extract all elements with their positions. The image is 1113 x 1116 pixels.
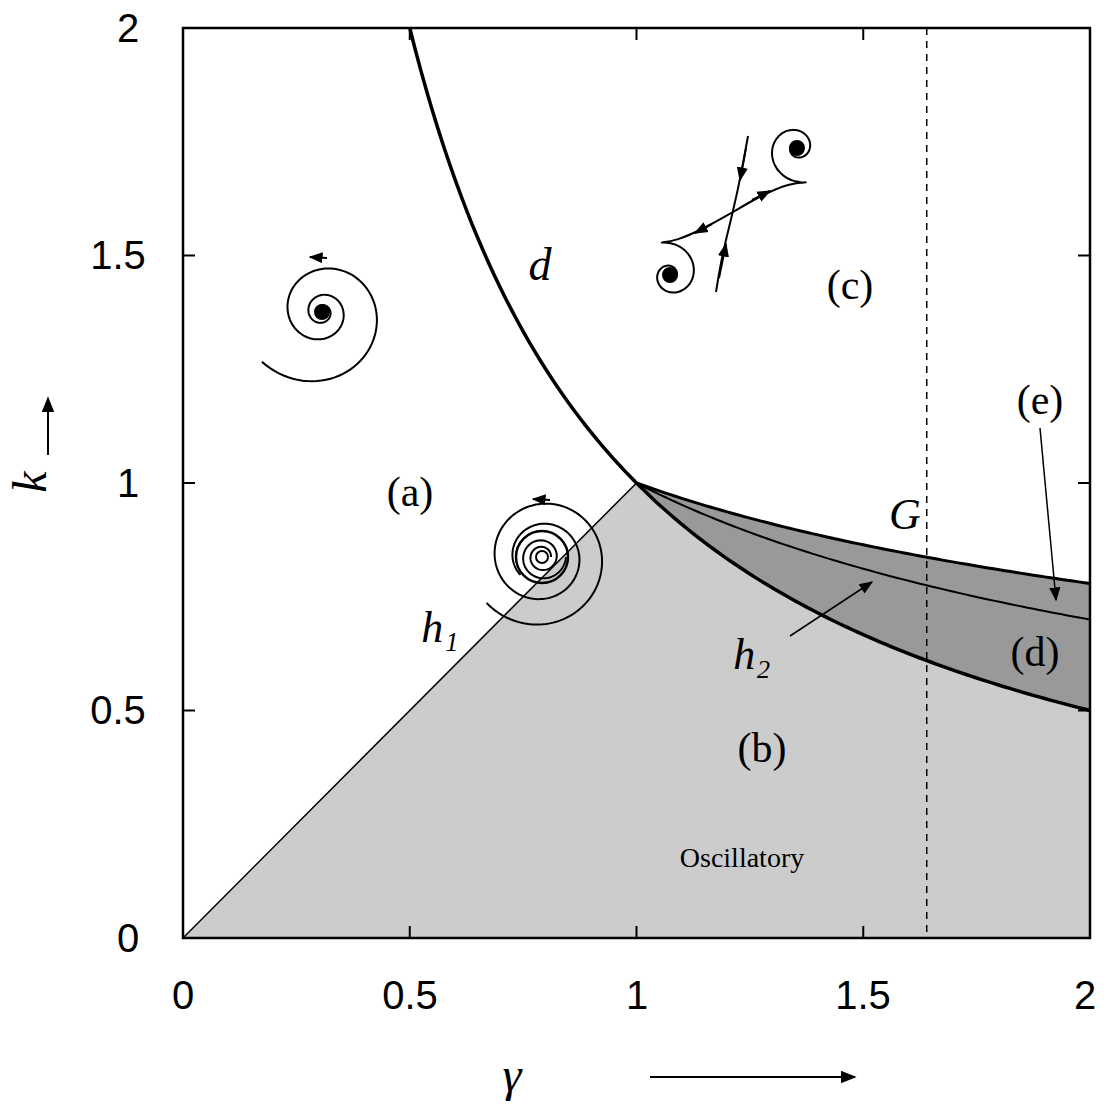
region-note: Oscillatory [680,844,804,872]
region-label: (d) [1011,631,1060,673]
inner-spiral [523,540,566,578]
curve-label: G [889,493,921,537]
tick-label: 0.5 [382,975,438,1015]
stable-point [790,141,804,155]
leader-arrow [790,582,872,636]
phase-portraits [262,130,810,625]
stable-manifold [716,136,748,292]
plot-frame [183,28,1090,938]
unstable-manifold [657,212,733,292]
curve-h2 [637,483,1091,620]
tick-label: 1 [626,975,648,1015]
flow-arrow [533,499,550,500]
curve-h1 [183,483,637,938]
tick-label: 1.5 [835,975,891,1015]
tick-label: 0 [172,975,194,1015]
tick-label: 1.5 [90,235,146,275]
flow-arrow [310,257,327,258]
flow-arrow [740,148,746,180]
tick-label: 0.5 [90,690,146,730]
tick-marks [183,28,1090,938]
flow-arrow [695,224,712,233]
curve-label: h₂ [733,633,770,677]
bistable-region [637,483,1091,711]
axis-label: k [6,471,54,492]
axis-arrow [650,1076,855,1078]
unstable-manifold [733,130,810,212]
region-label: (c) [827,264,874,306]
unstable-point [536,551,548,563]
stable-spiral [262,268,377,381]
tick-label: 2 [1074,975,1096,1015]
stable-point [315,305,329,319]
dashed-line [926,28,928,938]
tick-label: 1 [117,463,139,503]
stable-point [663,268,677,282]
region-label: (b) [738,727,787,769]
region-label: (a) [387,471,434,513]
tick-label: 0 [117,918,139,958]
region-label: (e) [1017,379,1064,421]
tick-label: 2 [117,8,139,48]
curve-label: h₁ [421,606,458,650]
axis-arrow [47,398,49,455]
oscillatory-region [183,483,1090,938]
flow-arrow [719,244,726,278]
leader-arrow [1040,428,1056,600]
axis-label: γ [503,1051,522,1099]
flow-arrow [752,191,770,200]
limit-cycle [516,531,568,583]
curve-label: d [529,242,552,288]
outer-spiral [487,504,603,625]
